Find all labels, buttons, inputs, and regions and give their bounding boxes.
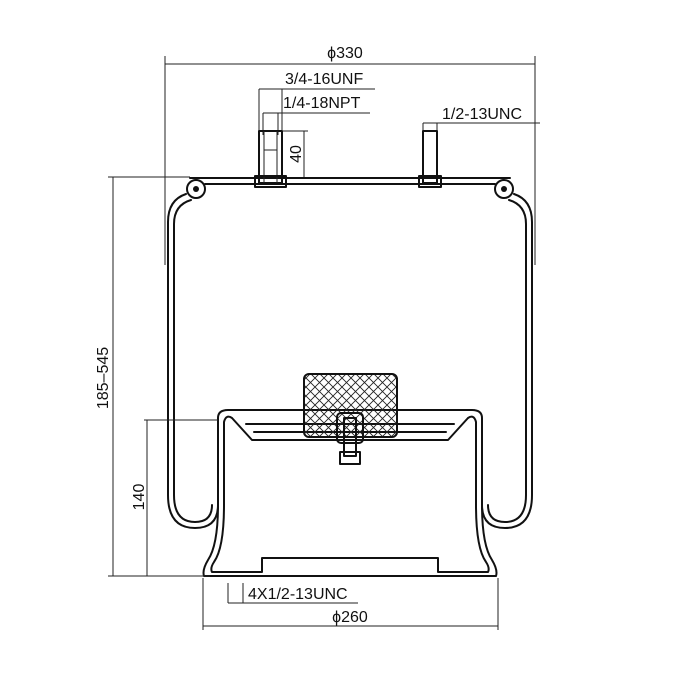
base-thread-callout: 4X1/2-13UNC [227, 583, 358, 604]
base-thread-label: 4X1/2-13UNC [248, 586, 348, 603]
mounting-stud [418, 130, 442, 188]
piston-height-label: 140 [131, 484, 148, 511]
top-bead-plate [186, 177, 514, 199]
air-port-callout: 1/4-18NPT [262, 95, 370, 135]
top-diameter-dimension: ϕ330 [164, 45, 536, 265]
bump-stop [303, 373, 398, 465]
rubber-bellows [167, 193, 533, 529]
top-diameter-label: ϕ330 [327, 45, 363, 62]
air-fitting-callout: 3/4-16UNF [258, 71, 375, 135]
air-fitting-stud [254, 130, 287, 188]
stud-height-dimension: 40 [283, 130, 308, 177]
height-range-dimension: 185–545 [95, 176, 210, 577]
stud-thread-callout: 1/2-13UNC [422, 106, 540, 132]
height-range-label: 185–545 [95, 347, 112, 409]
stud-thread-label: 1/2-13UNC [442, 106, 522, 123]
base-diameter-label: ϕ260 [332, 609, 368, 626]
piston-height-dimension: 140 [131, 419, 218, 576]
air-fitting-thread-label: 3/4-16UNF [285, 71, 363, 88]
base-diameter-dimension: ϕ260 [202, 578, 499, 630]
air-port-thread-label: 1/4-18NPT [283, 95, 361, 112]
stud-height-label: 40 [288, 145, 305, 163]
